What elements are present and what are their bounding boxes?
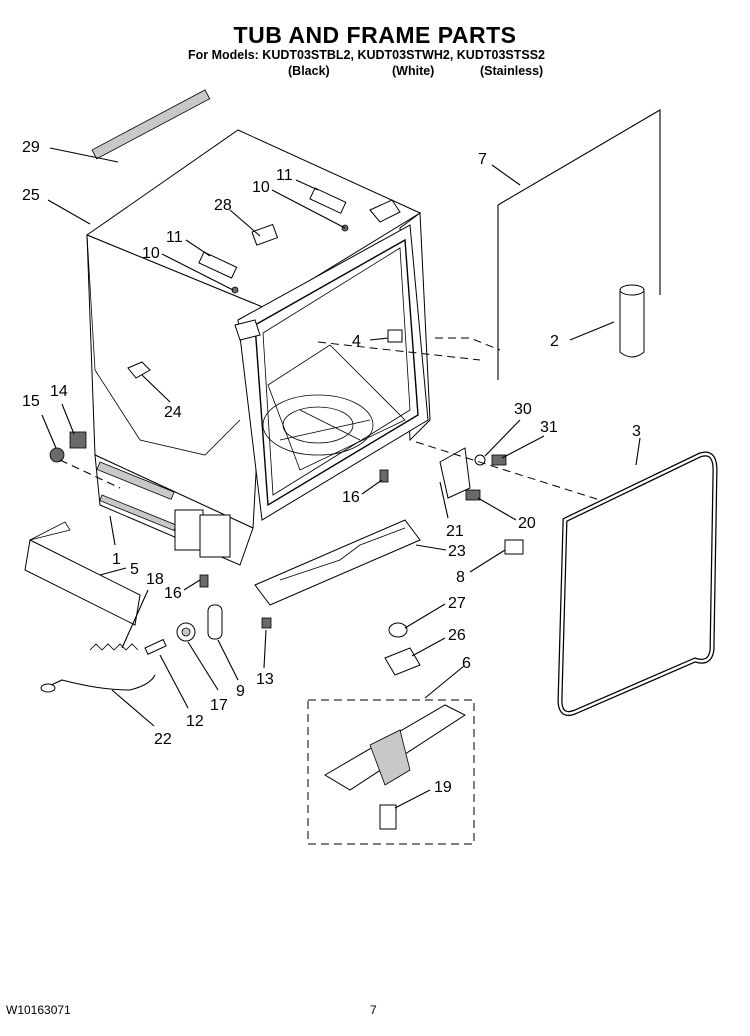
callout-5: 5	[130, 561, 139, 578]
callout-8: 8	[456, 569, 465, 586]
callout-2: 2	[550, 333, 559, 350]
callout-11b: 11	[166, 229, 183, 246]
tub-gasket	[557, 451, 718, 716]
callout-23: 23	[448, 543, 466, 560]
callout-labels: 29 25 11 10 28 11 10 7 2 4 24 15 14 30 3…	[22, 139, 641, 796]
callout-10b: 10	[142, 245, 160, 262]
page-number: 7	[370, 1003, 377, 1017]
callout-22: 22	[154, 731, 172, 748]
variant-black: (Black)	[288, 64, 330, 78]
mounting-bracket	[439, 447, 471, 499]
document-number: W10163071	[6, 1003, 71, 1017]
tube-part	[619, 285, 645, 358]
callout-26: 26	[448, 627, 466, 644]
callout-13: 13	[256, 671, 274, 688]
callout-21: 21	[446, 523, 464, 540]
callout-17: 17	[210, 697, 228, 714]
callout-25: 25	[22, 187, 40, 204]
callout-14: 14	[50, 383, 68, 400]
wire-harness	[44, 674, 156, 691]
spray-arm-inset	[307, 699, 475, 845]
callout-16: 16	[342, 489, 360, 506]
variant-white: (White)	[392, 64, 435, 78]
callout-24: 24	[164, 404, 182, 421]
callout-20: 20	[518, 515, 536, 532]
callout-19: 19	[434, 779, 452, 796]
callout-18: 18	[146, 571, 164, 588]
callout-6: 6	[462, 655, 471, 672]
page-title: TUB AND FRAME PARTS	[233, 22, 517, 48]
screw	[127, 361, 151, 379]
callout-12: 12	[186, 713, 204, 730]
callout-27: 27	[448, 595, 466, 612]
tub-assembly	[85, 129, 431, 566]
leveling-leg	[49, 447, 65, 463]
leader-lines	[41, 147, 641, 809]
callout-4: 4	[352, 333, 361, 350]
callout-16b: 16	[164, 585, 182, 602]
callout-31: 31	[540, 419, 558, 436]
callout-10: 10	[252, 179, 270, 196]
callout-7: 7	[478, 151, 487, 168]
spring	[89, 643, 139, 651]
callout-9: 9	[236, 683, 245, 700]
kick-plate	[24, 539, 141, 626]
callout-15: 15	[22, 393, 40, 410]
models-line: For Models: KUDT03STBL2, KUDT03STWH2, KU…	[188, 48, 545, 62]
callout-11: 11	[276, 167, 293, 184]
door-gasket	[497, 109, 661, 295]
insulation-strip	[91, 89, 211, 160]
callout-30: 30	[514, 401, 532, 418]
callout-1: 1	[112, 551, 121, 568]
callout-28: 28	[214, 197, 232, 214]
lower-bracket	[254, 519, 421, 606]
callout-3: 3	[632, 423, 641, 440]
callout-29: 29	[22, 139, 40, 156]
variant-stainless: (Stainless)	[480, 64, 544, 78]
